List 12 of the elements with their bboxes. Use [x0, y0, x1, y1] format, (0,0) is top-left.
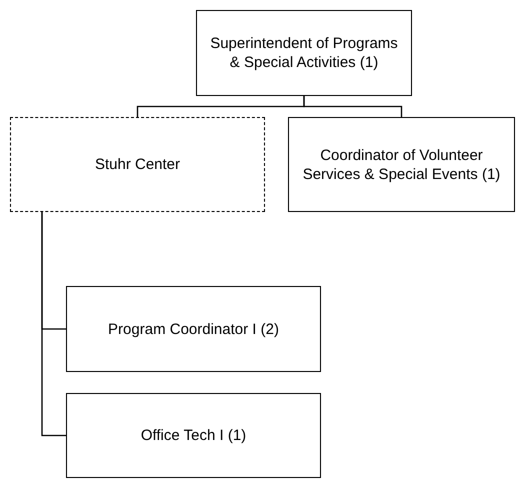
org-box — [66, 286, 321, 372]
node-label: Program Coordinator I (2) — [107, 320, 280, 338]
org-box — [196, 10, 412, 96]
node-label: Coordinator of Volunteer Services & Special Events (1) — [302, 146, 502, 184]
node-label: Stuhr Center — [94, 155, 182, 174]
org-box — [288, 117, 515, 212]
connector-line — [303, 96, 402, 117]
org-box — [66, 393, 321, 478]
node-label: Office Tech I (1) — [140, 426, 248, 445]
dashed-box — [10, 117, 265, 212]
node-label: Superintendent of Programs & Special Activities (1) — [209, 34, 399, 72]
connector-line — [41, 212, 66, 436]
